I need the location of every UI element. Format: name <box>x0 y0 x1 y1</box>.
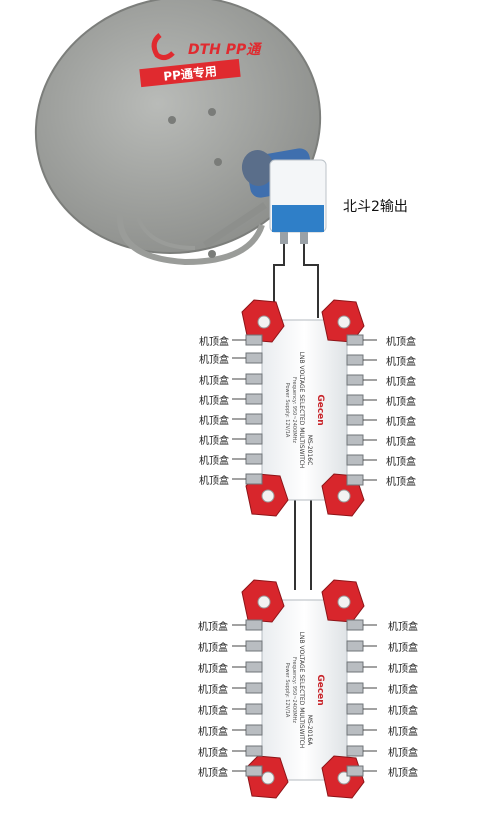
coax-port <box>346 619 364 631</box>
output-ports <box>232 334 377 777</box>
stb-label: 机顶盒 <box>199 476 229 487</box>
coax-port <box>346 724 364 736</box>
stb-label: 机顶盒 <box>199 456 229 467</box>
stb-label: 机顶盒 <box>388 727 418 738</box>
stb-label: 机顶盒 <box>199 396 229 407</box>
stb-label: 机顶盒 <box>388 768 418 779</box>
stb-label: 机顶盒 <box>198 685 228 696</box>
red-connector-cap <box>321 579 365 623</box>
stb-label: 机顶盒 <box>386 337 416 348</box>
stb-label: 机顶盒 <box>198 664 228 675</box>
coax-port <box>346 661 364 673</box>
coax-port <box>346 434 364 446</box>
switch2-line1: LNB VOLTAGE SELECTED MULTISWITCH <box>298 632 305 749</box>
multiswitch-1: LNB VOLTAGE SELECTED MULTISWITCH Frequen… <box>261 319 348 501</box>
stb-label: 机顶盒 <box>386 477 416 488</box>
coax-port <box>245 619 263 631</box>
stb-label: 机顶盒 <box>199 355 229 366</box>
coax-port <box>245 433 263 445</box>
stb-label: 机顶盒 <box>198 622 228 633</box>
stb-label: 机顶盒 <box>198 768 228 779</box>
coax-port <box>346 703 364 715</box>
coax-port <box>245 703 263 715</box>
stb-label: 机顶盒 <box>198 748 228 759</box>
coax-port <box>245 413 263 425</box>
coax-port <box>245 640 263 652</box>
output-label: 北斗2输出 <box>343 199 408 215</box>
satellite-dish <box>34 0 322 266</box>
stb-label: 机顶盒 <box>199 436 229 447</box>
red-caps <box>241 299 365 799</box>
lnb-device <box>241 148 327 244</box>
coax-port <box>346 682 364 694</box>
coax-port <box>346 454 364 466</box>
stb-label: 机顶盒 <box>386 457 416 468</box>
coax-port <box>346 354 364 366</box>
stb-label: 机顶盒 <box>386 417 416 428</box>
dish-logo-text: DTH PP通 <box>188 42 262 58</box>
coax-port <box>346 640 364 652</box>
stb-label: 机顶盒 <box>198 727 228 738</box>
stb-label: 机顶盒 <box>386 357 416 368</box>
stb-label: 机顶盒 <box>199 376 229 387</box>
switch1-model: MS-2016C <box>306 435 313 466</box>
dish-band-text: PP通专用 <box>163 63 218 84</box>
red-connector-cap <box>245 755 289 799</box>
red-connector-cap <box>241 579 285 623</box>
red-connector-cap <box>321 299 365 343</box>
coax-port <box>245 352 263 364</box>
coax-port <box>245 661 263 673</box>
stb-label: 机顶盒 <box>388 685 418 696</box>
stb-label: 机顶盒 <box>198 643 228 654</box>
stb-label: 机顶盒 <box>386 397 416 408</box>
coax-port <box>346 394 364 406</box>
coax-port <box>346 474 364 486</box>
switch2-line2: Frequency: 950~2400MHz <box>291 657 297 723</box>
multiswitch-2: LNB VOLTAGE SELECTED MULTISWITCH Frequen… <box>261 599 348 781</box>
switch1-line1: LNB VOLTAGE SELECTED MULTISWITCH <box>298 352 305 469</box>
coax-port <box>346 334 364 346</box>
coax-port <box>245 682 263 694</box>
lnb-cables <box>273 244 319 590</box>
coax-port <box>245 393 263 405</box>
stb-label: 机顶盒 <box>388 643 418 654</box>
coax-port <box>245 724 263 736</box>
coax-port <box>245 334 263 346</box>
coax-port <box>346 374 364 386</box>
stb-label: 机顶盒 <box>199 337 229 348</box>
coax-port <box>245 373 263 385</box>
red-connector-cap <box>321 755 365 799</box>
stb-label: 机顶盒 <box>388 748 418 759</box>
stb-label: 机顶盒 <box>386 437 416 448</box>
stb-label: 机顶盒 <box>199 416 229 427</box>
switch2-model: MS-2016A <box>306 715 313 746</box>
stb-label: 机顶盒 <box>388 622 418 633</box>
stb-label: 机顶盒 <box>388 706 418 717</box>
switch2-line3: Power Supply: 12V/1A <box>284 663 290 718</box>
switch2-brand: Gecen <box>315 674 325 705</box>
coax-port <box>245 473 263 485</box>
coax-port <box>245 765 263 777</box>
coax-port <box>245 745 263 757</box>
stb-label: 机顶盒 <box>198 706 228 717</box>
switch1-brand: Gecen <box>315 394 325 425</box>
stb-label: 机顶盒 <box>386 377 416 388</box>
stb-label: 机顶盒 <box>388 664 418 675</box>
coax-port <box>346 745 364 757</box>
switch1-line3: Power Supply: 12V/1A <box>284 383 290 438</box>
dish-logo: DTH PP通 PP通专用 <box>139 33 262 88</box>
switch1-line2: Frequency: 950~2400MHz <box>291 377 297 443</box>
coax-port <box>346 414 364 426</box>
coax-port <box>245 453 263 465</box>
coax-port <box>346 765 364 777</box>
